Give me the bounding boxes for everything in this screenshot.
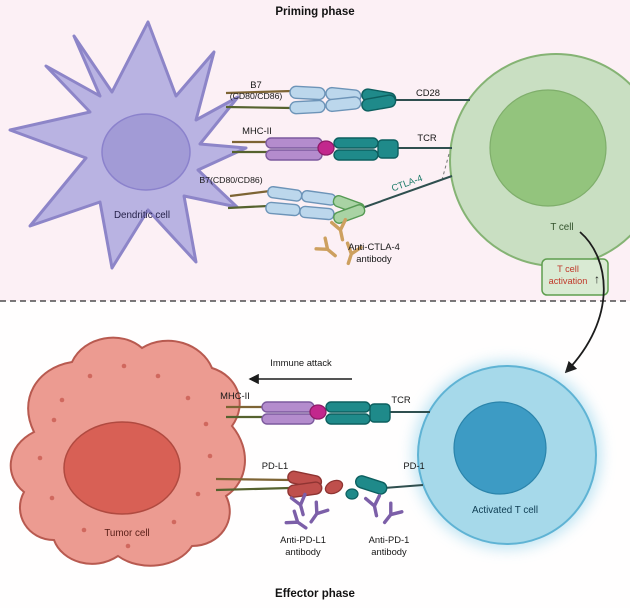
- effector-mhc2-tcr-complex: MHC-II TCR: [220, 390, 430, 425]
- pdl1-fragment: [324, 479, 344, 495]
- anti-ctla4-antibody-group: Anti-CTLA-4 antibody: [314, 217, 400, 268]
- cd28-label: CD28: [416, 87, 440, 98]
- b7-molecule: [289, 85, 326, 101]
- mhc2-molecule: [265, 137, 323, 149]
- mhc2-molecule: [265, 149, 323, 161]
- activated-t-cell-label: Activated T cell: [472, 505, 538, 516]
- antigen-peptide: [309, 404, 327, 420]
- pdl1-stalk-top: [215, 477, 291, 482]
- b7-label-line1: B7: [250, 79, 261, 90]
- activated-t-cell: Activated T cell: [413, 361, 601, 549]
- t-cell-activation-badge: T cell activation ↑: [541, 258, 609, 296]
- pdl1-stalk-bottom: [215, 486, 291, 492]
- b7-molecule: [325, 96, 362, 113]
- mhc2-label: MHC-II: [242, 125, 272, 136]
- anti-pdl1-antibody-group: Anti-PD-L1 antibody: [280, 492, 330, 557]
- effector-section: Effector phase Activated T cell Tumor ce…: [9, 336, 601, 600]
- mhc2-label: MHC-II: [220, 390, 250, 401]
- mhc2-molecule: [261, 413, 315, 425]
- phase-transition-arrow: [564, 231, 605, 374]
- b7-stalk-bottom: [225, 105, 293, 110]
- ctla4-stalk: [361, 175, 453, 209]
- tcr-ctla4-hint-line: [441, 153, 450, 181]
- activation-label-line1: T cell: [557, 264, 579, 274]
- antigen-peptide: [317, 140, 335, 156]
- dendritic-cell-nucleus: [101, 113, 191, 191]
- b7-molecule: [289, 99, 326, 115]
- cd28-receptor: [361, 94, 397, 112]
- dendritic-cell-label: Dendritic cell: [114, 210, 170, 221]
- tumor-cell: Tumor cell: [9, 336, 246, 567]
- tcr-receptor: [377, 139, 399, 159]
- anti-pdl1-label-line1: Anti-PD-L1: [280, 534, 326, 545]
- b7-label-line2: (CD80/CD86): [230, 91, 283, 101]
- ctla4-receptor: [332, 204, 366, 224]
- anti-pd1-antibody-group: Anti-PD-1 antibody: [363, 493, 410, 557]
- effector-phase-title: Effector phase: [275, 588, 355, 600]
- b7-cd80-cd86-label: B7(CD80/CD86): [199, 175, 262, 185]
- anti-pd1-label-line2: antibody: [371, 546, 407, 557]
- immune-attack: Immune attack: [248, 357, 352, 385]
- tcr-receptor: [325, 401, 371, 413]
- anti-pdl1-label-line2: antibody: [285, 546, 321, 557]
- tcr-label: TCR: [417, 132, 436, 143]
- immune-attack-label: Immune attack: [270, 357, 332, 368]
- priming-phase-title: Priming phase: [275, 6, 354, 18]
- anti-ctla4-label-line2: antibody: [356, 253, 392, 264]
- anti-ctla4-label-line1: Anti-CTLA-4: [348, 241, 400, 252]
- pd1-fragment: [345, 488, 359, 500]
- tcr-label: TCR: [391, 394, 410, 405]
- b7-stalk-bottom: [227, 204, 269, 210]
- activation-label-line2: activation: [549, 276, 588, 286]
- priming-section: Priming phase T cell Dendritic cell B7 (…: [8, 6, 630, 374]
- activation-badge-box: [541, 258, 609, 296]
- b7-stalk-top: [229, 189, 271, 198]
- pd1-receptor: [355, 475, 388, 495]
- dendritic-cell: Dendritic cell: [8, 20, 248, 270]
- b7-stalk-top: [225, 89, 293, 95]
- tcr-receptor: [333, 137, 379, 149]
- b7-cd28-complex: B7 (CD80/CD86) CD28: [225, 79, 470, 115]
- mhc2-tcr-complex: MHC-II TCR: [232, 125, 452, 181]
- t-cell-label: T cell: [550, 222, 573, 233]
- t-cell-nucleus: [489, 89, 607, 207]
- anti-pd1-label-line1: Anti-PD-1: [369, 534, 410, 545]
- mhc2-molecule: [261, 401, 315, 413]
- b7-molecule: [299, 205, 335, 221]
- pd1-label: PD-1: [403, 460, 424, 471]
- tumor-cell-nucleus: [63, 421, 181, 515]
- tcr-receptor: [369, 403, 391, 423]
- pd1-stalk: [383, 484, 424, 489]
- tumor-cell-granules: [37, 363, 213, 549]
- tcr-receptor: [325, 413, 371, 425]
- b7-molecule: [265, 201, 301, 217]
- activation-up-arrow-icon: ↑: [594, 272, 600, 286]
- activated-t-cell-nucleus: [453, 401, 547, 495]
- pdl1-label: PD-L1: [262, 460, 289, 471]
- tcr-receptor: [333, 149, 379, 161]
- tumor-cell-label: Tumor cell: [104, 528, 149, 539]
